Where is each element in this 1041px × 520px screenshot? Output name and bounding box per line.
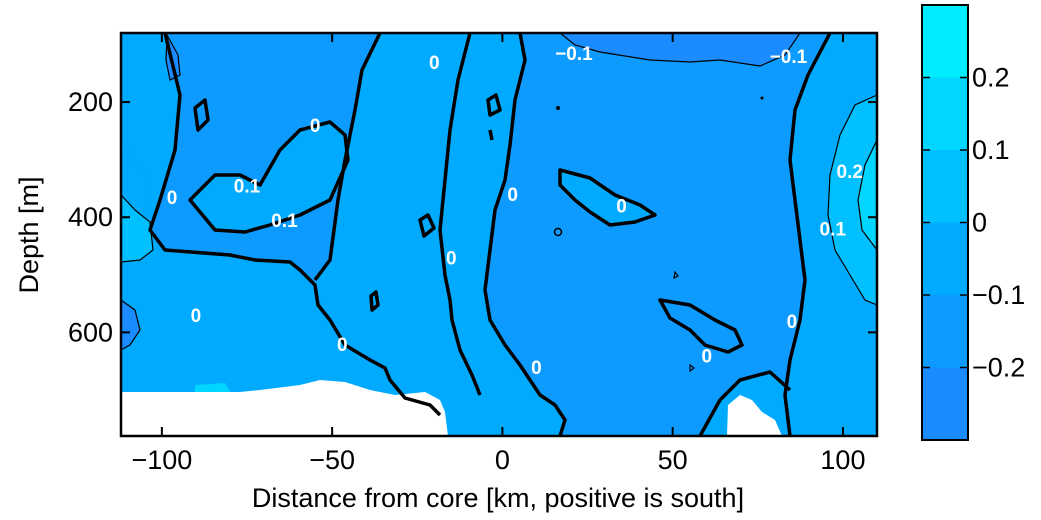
x-tick-label: 50: [658, 445, 688, 475]
contour-label: 0: [446, 249, 457, 270]
contour-label: 0: [787, 312, 798, 333]
y-axis: 200 400 600: [68, 87, 877, 347]
colorbar-segment: [922, 5, 968, 78]
contour-label: 0: [616, 197, 627, 218]
band-peak-east: [858, 140, 877, 250]
x-tick-label: −50: [309, 445, 355, 475]
contour-dot: [556, 106, 560, 110]
x-axis-title: Distance from core [km, positive is sout…: [252, 483, 744, 513]
contour-label: 0: [337, 335, 348, 356]
contour-label: 0: [429, 53, 440, 74]
contour-label: −0.1: [770, 47, 808, 68]
contour-label: 0.1: [820, 220, 847, 241]
colorbar-tick-label: 0.2: [972, 63, 1010, 93]
contour-label: 0: [167, 188, 178, 209]
colorbar-tick-label: −0.1: [972, 280, 1025, 310]
y-tick-label: 200: [68, 87, 113, 117]
contour-label: 0: [310, 116, 321, 137]
band-shelf-patch: [195, 383, 230, 392]
colorbar-segment: [922, 150, 968, 223]
plot-area: 0.1 0.1 0 0 0 0 0 0 0 0 −0.1 0 0 −0.1 0 0.2 0.1: [121, 33, 877, 436]
colorbar-tick-label: −0.2: [972, 353, 1025, 383]
colorbar-segment: [922, 77, 968, 150]
contour-labels: 0.1 0.1 0 0 0 0 0 0 0 0 −0.1 0 0 −0.1 0 0.2 0.1: [167, 44, 863, 379]
zero-contours: [148, 33, 832, 436]
band-positive-west: [121, 140, 440, 436]
x-tick-label: 0: [495, 445, 510, 475]
band-high-east: [828, 95, 877, 305]
contour-dot: [553, 227, 563, 237]
masked-region: [121, 380, 448, 436]
contour-label: 0.1: [271, 211, 298, 232]
band-negative-top-right: [560, 33, 800, 66]
x-axis: −100 −50 0 50 100: [131, 33, 865, 475]
band-positive-ridge: [440, 33, 565, 436]
colorbar-segment: [922, 222, 968, 295]
contour-label: 0: [531, 358, 542, 379]
colorbar-tick-label: 0.1: [972, 135, 1010, 165]
contour-label: 0.2: [837, 162, 863, 183]
colorbar-segment: [922, 367, 968, 440]
band-positive-west-mid: [190, 122, 348, 232]
y-tick-label: 400: [68, 202, 113, 232]
colorbar-tick-label: 0: [972, 208, 987, 238]
plot-frame: [119, 31, 879, 438]
contour-label: 0: [191, 306, 202, 327]
contour-label: 0: [701, 346, 712, 367]
colorbar-segment: [922, 295, 968, 368]
y-axis-title: Depth [m]: [14, 176, 44, 293]
y-tick-label: 600: [68, 317, 113, 347]
contour-dot: [760, 96, 764, 100]
band-high-west: [121, 195, 153, 262]
x-tick-label: −100: [131, 445, 192, 475]
colorbar: 0.2 0.1 0 −0.1 −0.2: [921, 4, 1025, 441]
band-positive-central: [315, 33, 480, 436]
contour-label: 0: [507, 185, 518, 206]
masked-region-right: [727, 395, 782, 436]
x-tick-label: 100: [820, 445, 865, 475]
contour-label: −0.1: [555, 44, 593, 65]
band-positive-patch: [560, 170, 655, 225]
contour-label: 0.1: [234, 177, 261, 198]
